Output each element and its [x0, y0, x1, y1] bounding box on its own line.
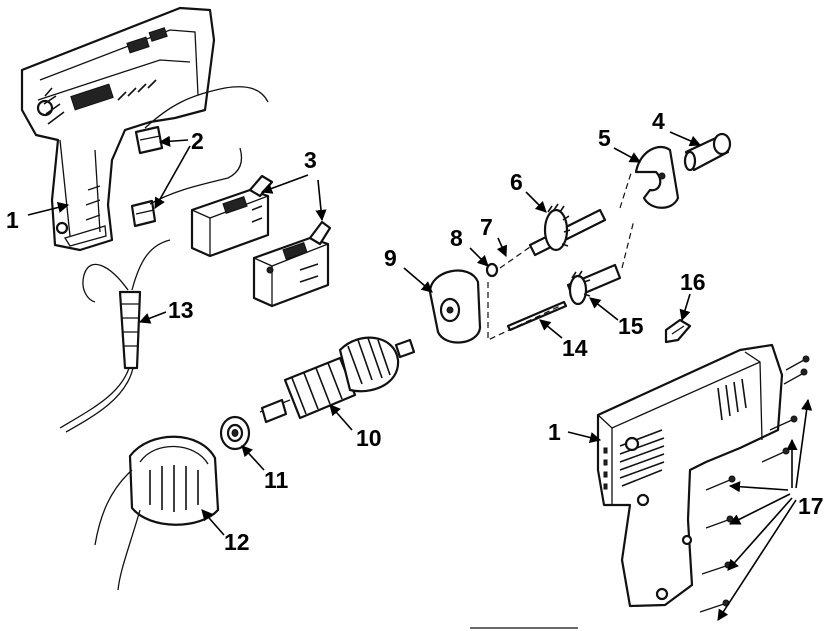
callout-12: 12 — [224, 529, 250, 555]
leader-1-right — [567, 431, 602, 443]
callout-17: 17 — [798, 493, 824, 519]
callout-14: 14 — [562, 335, 588, 361]
leader-9 — [403, 267, 433, 293]
leader-17 — [717, 398, 813, 621]
callout-16: 16 — [680, 269, 706, 295]
housing-half-left — [20, 6, 216, 252]
leader-1-left — [27, 202, 70, 216]
power-cord — [59, 239, 171, 433]
gear-plate — [634, 145, 680, 209]
leader-15 — [589, 297, 619, 321]
assembly-guide — [487, 282, 561, 341]
leader-11 — [241, 445, 265, 471]
callout-2: 2 — [191, 128, 204, 154]
callout-13: 13 — [168, 297, 194, 323]
callout-10: 10 — [356, 425, 382, 451]
leader-12 — [201, 509, 225, 536]
washer — [485, 262, 499, 278]
sleeve-bearing — [683, 132, 732, 172]
assembly-guide — [621, 219, 635, 269]
assembly-guide — [619, 169, 633, 209]
trigger-switch-upper — [190, 174, 274, 258]
callout-1-right: 1 — [548, 419, 561, 445]
leader-8 — [469, 247, 489, 267]
leader-16 — [679, 293, 691, 322]
switch-contacts — [130, 86, 269, 228]
leader-2 — [154, 145, 191, 209]
leader-3 — [315, 179, 327, 222]
callout-8: 8 — [450, 225, 463, 251]
callout-1-left: 1 — [6, 207, 19, 233]
callout-7: 7 — [480, 214, 493, 240]
bearing — [219, 415, 251, 451]
callout-15: 15 — [618, 313, 644, 339]
intermediate-shaft — [506, 300, 568, 332]
leader-10 — [329, 404, 353, 431]
pinion-gear — [566, 263, 622, 306]
leader-7 — [496, 237, 508, 258]
leader-6 — [525, 191, 547, 213]
bearing-plate — [428, 269, 482, 344]
field-assembly — [94, 435, 220, 591]
callout-11: 11 — [264, 467, 289, 493]
leader-14 — [539, 319, 563, 339]
leader-4 — [669, 131, 702, 147]
trigger-switch-lower — [252, 220, 332, 308]
callout-6: 6 — [510, 169, 523, 195]
leader-5 — [613, 147, 641, 163]
leader-13 — [138, 311, 167, 324]
callout-9: 9 — [384, 245, 397, 271]
spring-clip — [664, 318, 692, 344]
callout-5: 5 — [598, 125, 611, 151]
leader-2 — [158, 135, 189, 147]
housing-half-right — [596, 343, 784, 608]
callout-4: 4 — [652, 108, 665, 134]
leader-3 — [260, 174, 309, 194]
armature — [259, 336, 416, 424]
spindle-gear — [528, 203, 607, 257]
callout-3: 3 — [304, 147, 317, 173]
